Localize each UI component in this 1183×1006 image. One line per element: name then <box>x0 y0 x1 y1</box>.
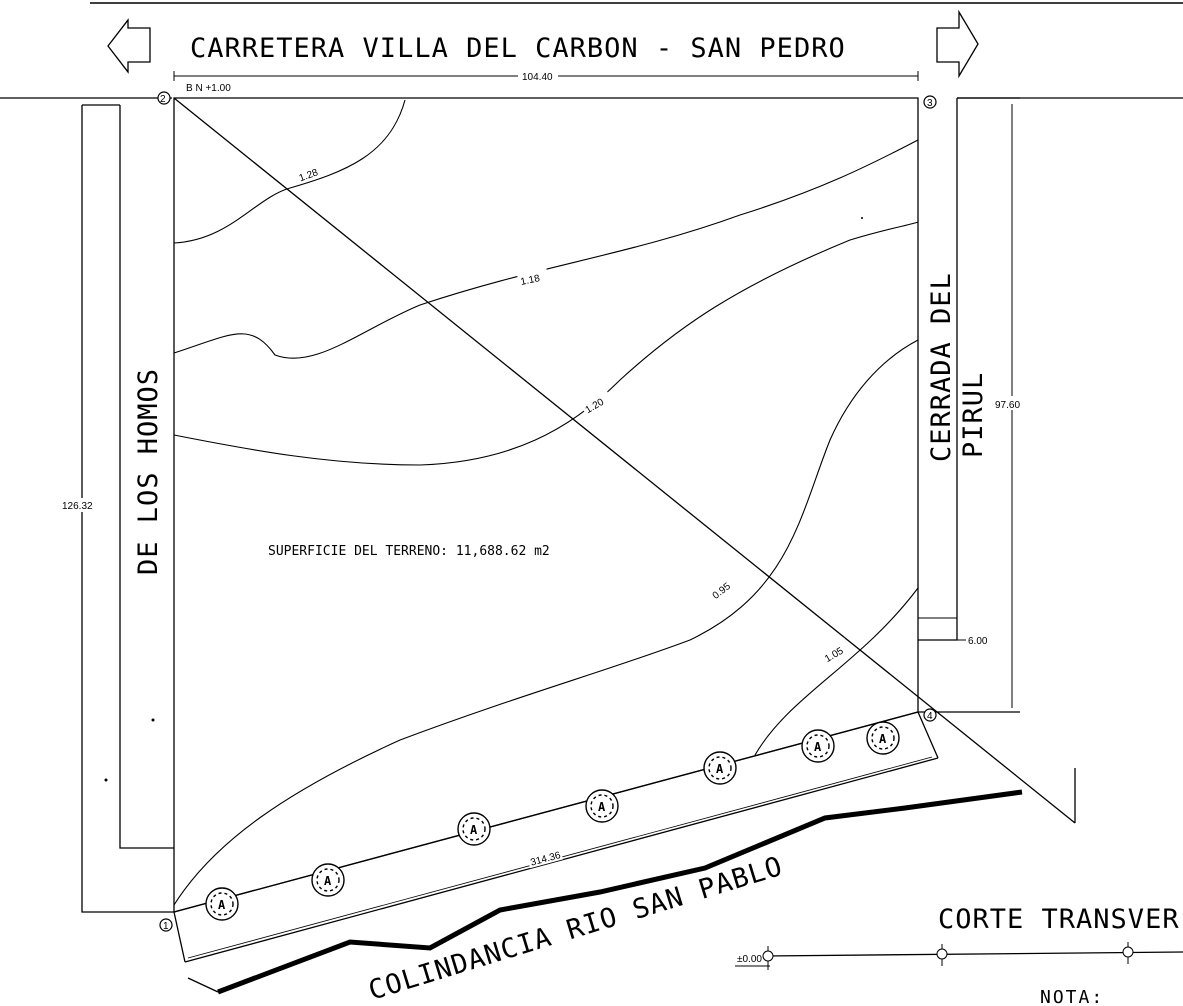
survey-dot <box>151 718 155 722</box>
section-level: ±0.00 <box>737 954 762 965</box>
left-road-label: DE LOS HOMOS <box>133 368 164 575</box>
tree-icon: A <box>585 789 619 823</box>
corner-point-1: 1 <box>159 918 173 932</box>
property-boundary <box>173 97 919 912</box>
section-title: CORTE TRANSVER <box>938 904 1180 935</box>
corner-point-2: 2 <box>157 91 171 105</box>
section-line <box>764 951 1183 957</box>
dimension-right: 97.60 <box>995 400 1020 411</box>
diagonal-line <box>173 97 1076 824</box>
dimension-bg <box>60 498 100 512</box>
contour-line-5 <box>754 587 919 756</box>
dimension-bottom: 314.36 <box>529 850 562 869</box>
bottom-strip-upper <box>173 711 919 913</box>
section-marker-icon <box>1122 942 1134 964</box>
benchmark-label: B N +1.00 <box>186 83 231 94</box>
arrow-left-icon <box>107 18 151 74</box>
svg-text:3: 3 <box>927 98 933 109</box>
svg-text:A: A <box>470 823 478 837</box>
svg-text:A: A <box>716 762 724 776</box>
section-marker-icon <box>762 946 774 970</box>
tree-icon: A <box>311 863 345 897</box>
contour-label-bg <box>706 571 739 602</box>
river-boundary-tick <box>187 977 219 993</box>
river-boundary <box>217 789 1023 995</box>
svg-text:A: A <box>218 898 226 912</box>
corner-point-3: 3 <box>923 95 937 109</box>
section-note: NOTA: <box>1040 987 1104 1006</box>
contour-label-bg <box>516 266 549 287</box>
survey-dot <box>104 778 108 782</box>
dimension-street: 6.00 <box>968 636 988 647</box>
arrow-right-icon <box>936 9 979 79</box>
contour-line-1 <box>173 99 406 244</box>
dimension-top: 104.40 <box>522 72 553 83</box>
bottom-strip-end <box>917 711 939 759</box>
tree-icon: A <box>801 729 835 763</box>
street-dimension-box <box>917 617 958 641</box>
svg-text:A: A <box>879 732 887 746</box>
area-label: SUPERFICIE DEL TERRENO: 11,688.62 m2 <box>268 544 550 559</box>
svg-text:A: A <box>814 740 822 754</box>
svg-text:2: 2 <box>160 94 166 105</box>
contour-label-bg <box>818 637 851 665</box>
svg-text:A: A <box>598 800 606 814</box>
top-road-label: CARRETERA VILLA DEL CARBON - SAN PEDRO <box>190 33 846 64</box>
contour-line-4 <box>173 339 919 906</box>
corner-point-4: 4 <box>923 708 937 722</box>
svg-text:A: A <box>324 874 332 888</box>
dimension-bg <box>527 847 563 869</box>
bottom-strip-start <box>173 911 186 963</box>
section-marker-icon <box>936 944 948 966</box>
tree-icon: A <box>205 887 239 921</box>
right-road-label-2: PIRUL <box>958 372 989 458</box>
right-road-label-1: CERRADA DEL <box>926 272 957 462</box>
dimension-bg <box>993 396 1025 410</box>
tree-icon: A <box>866 721 900 755</box>
dimension-bg <box>518 70 558 82</box>
svg-text:1: 1 <box>163 921 169 932</box>
contour-label: 1.18 <box>520 273 542 288</box>
contour-line-2 <box>173 139 919 359</box>
bottom-strip-lower <box>184 757 939 963</box>
tree-icon: A <box>703 751 737 785</box>
survey-dot <box>861 217 863 219</box>
dimension-left: 126.32 <box>62 501 93 512</box>
contour-label-bg <box>579 389 613 417</box>
left-road-outer <box>81 105 174 913</box>
contour-label-bg <box>292 161 326 185</box>
tree-icon: A <box>457 812 491 846</box>
svg-text:4: 4 <box>927 711 933 722</box>
left-road-inner <box>119 105 174 849</box>
bottom-road-label: COLINDANCIA RIO SAN PABLO <box>365 851 787 1006</box>
contour-line-3 <box>173 221 919 466</box>
